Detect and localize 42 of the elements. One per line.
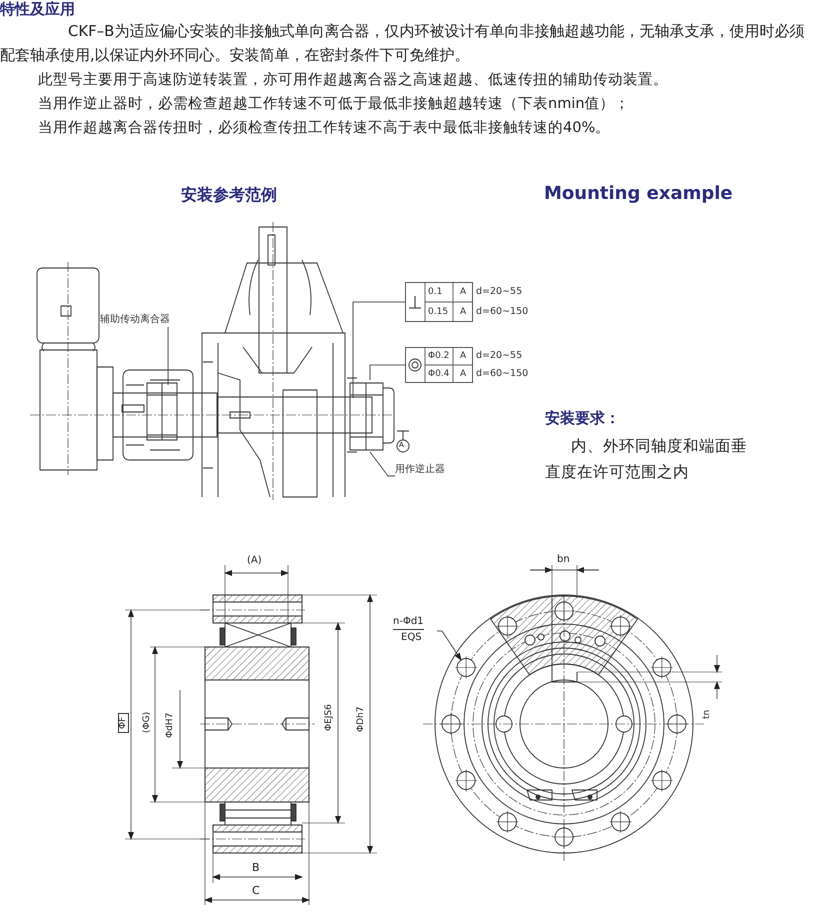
section-heading: 特性及应用 bbox=[0, 1, 75, 17]
callout-label: 辅助传动离合器 bbox=[100, 312, 174, 327]
dimension-label: ΦDh7 bbox=[357, 706, 366, 732]
requirements-heading: 安装要求： bbox=[545, 409, 620, 428]
tolerance-value: 0.1 bbox=[428, 286, 442, 299]
paragraph: 此型号主要用于高速防逆转装置，亦可用作超越离合器之高速超越、低速传扭的辅助传动装置。 bbox=[38, 70, 668, 89]
paragraph: CKF–B为适应偏心安装的非接触式单向离合器，仅内环被设计有单向非接触超越功能，无轴承支承，使用时必须配套轴承使用,以保证内外环同心。安装简单，在密封条件下可免维护。 bbox=[0, 21, 806, 66]
datum-letter: A bbox=[460, 306, 466, 319]
size-range-note: d=60~150 bbox=[476, 367, 528, 380]
leader-line bbox=[370, 364, 406, 380]
callout-label: 用作逆止器 bbox=[395, 462, 451, 477]
bolt-hole bbox=[454, 656, 478, 679]
paragraph: 当用作逆止器时，必需检查超越工作转速不可低于最低非接触超越转速（下表nmin值）； bbox=[38, 95, 630, 113]
leader-line bbox=[352, 302, 406, 398]
requirements-text: 内、外环同轴度和端面垂直度在许可范围之内 bbox=[545, 436, 748, 483]
dimension-label: ΦF bbox=[118, 712, 129, 733]
size-range-note: d=60~150 bbox=[476, 305, 528, 318]
tolerance-value: Φ0.4 bbox=[428, 368, 450, 381]
dimension-label: ΦdH7 bbox=[166, 712, 175, 738]
size-range-note: d=20~55 bbox=[476, 349, 522, 362]
dimension-label: ΦEJS6 bbox=[325, 704, 334, 731]
paragraph: 当用作超越离合器传扭时，必须检查传扭工作转速不高于表中最低非接触转速的40%。 bbox=[38, 118, 610, 137]
dimension-label: (A) bbox=[247, 555, 262, 566]
section-heading: 安装参考范例 bbox=[181, 185, 277, 206]
callout-label: n-Φd1 bbox=[393, 615, 424, 630]
callout-label: EQS bbox=[401, 631, 422, 645]
size-range-note: d=20~55 bbox=[476, 285, 522, 298]
tolerance-frame bbox=[405, 347, 473, 383]
dimension-label: bn bbox=[557, 554, 570, 565]
dimension-label: C bbox=[252, 884, 260, 897]
datum-letter: A bbox=[460, 368, 466, 381]
datum-letter: A bbox=[460, 286, 466, 299]
datum-letter: A bbox=[460, 350, 466, 363]
tolerance-value: Φ0.2 bbox=[428, 350, 450, 363]
tolerance-frame bbox=[405, 282, 473, 322]
leader-line bbox=[370, 452, 396, 476]
tolerance-value: 0.15 bbox=[428, 306, 448, 319]
dimension-label: (ΦG) bbox=[143, 712, 152, 733]
dimension-label: B bbox=[252, 861, 260, 874]
section-heading: Mounting example bbox=[544, 183, 733, 204]
dimension-label: tn bbox=[703, 710, 712, 719]
leader-line bbox=[436, 630, 462, 661]
